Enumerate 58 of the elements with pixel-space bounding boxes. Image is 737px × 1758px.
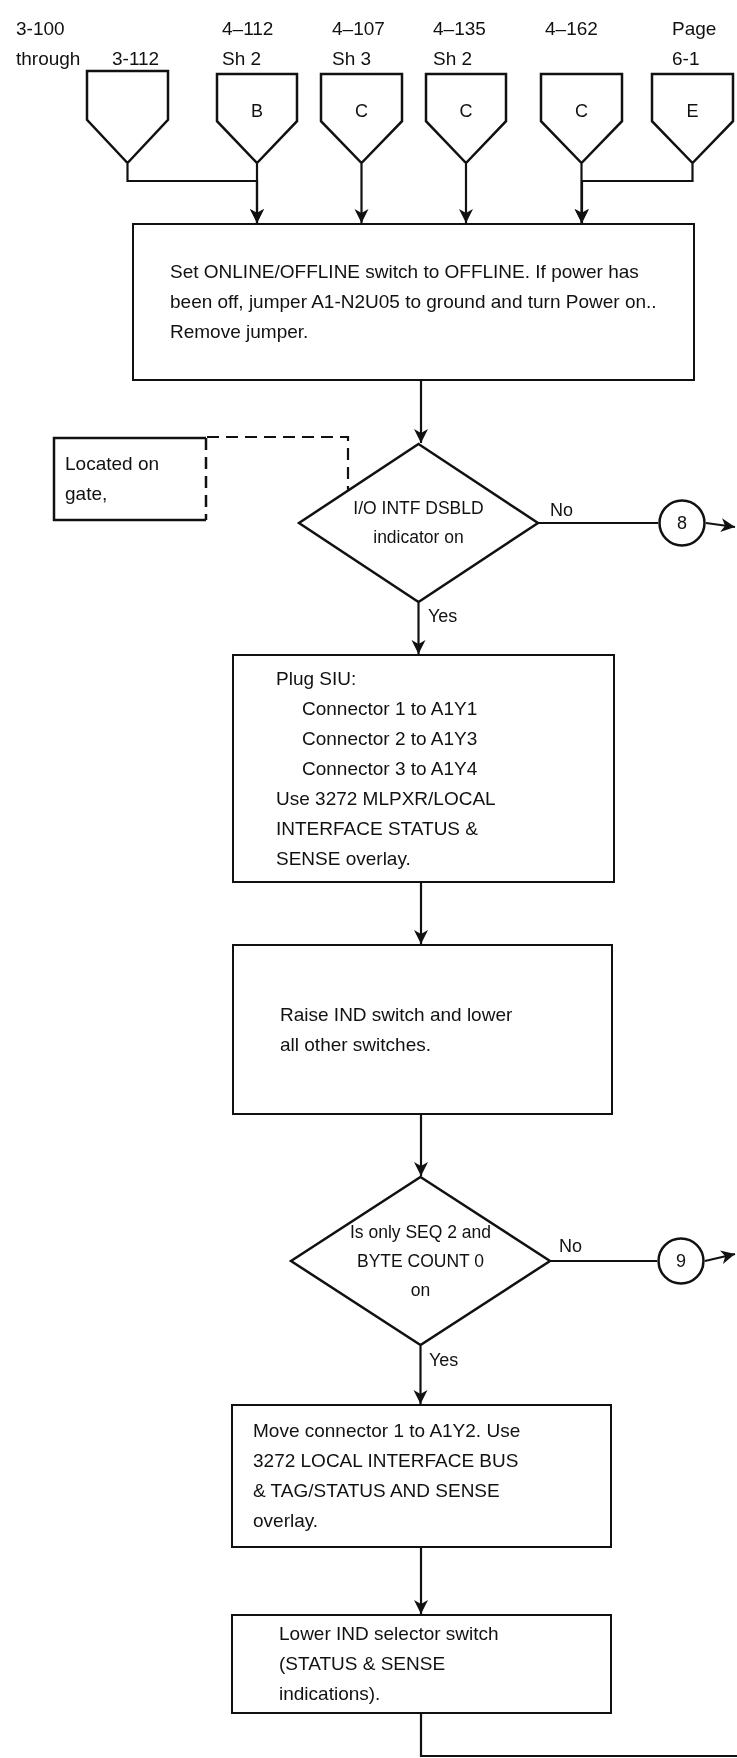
page-reference: 3-100 through xyxy=(16,17,82,71)
arrow xyxy=(414,1548,428,1614)
step-text: Use 3272 MLPXR/LOCAL INTERFACE STATUS & SENSE overlay. xyxy=(276,786,496,871)
connector-letter: C xyxy=(459,99,473,123)
arrow xyxy=(414,1115,428,1176)
step-text: Connector 2 to A1Y3 xyxy=(302,726,479,751)
step-text: Raise IND switch and lower all other switches. xyxy=(280,1002,514,1057)
step-text: Set ONLINE/OFFLINE switch to OFFLINE. If power has been off, jumper A1-N2U05 to ground and turn Power on.. Remove jumper. xyxy=(170,260,658,344)
process-box xyxy=(232,944,613,1115)
note-text: Located on gate, xyxy=(65,452,161,506)
step-text: Connector 3 to A1Y4 xyxy=(302,756,479,781)
arrow xyxy=(705,518,736,532)
off-page-connector xyxy=(540,73,623,164)
off-page-connector xyxy=(86,70,169,164)
connector-letter: C xyxy=(355,99,368,123)
decision-diamond xyxy=(290,1176,551,1346)
leader-line xyxy=(207,435,350,490)
decision-text: I/O INTF DSBLD indicator on xyxy=(352,497,485,549)
step-text: Lower IND selector switch (STATUS & SENSE indications). xyxy=(279,1622,500,1706)
connector-circle xyxy=(657,1237,705,1285)
decision-text: Is only SEQ 2 and BYTE COUNT 0 on xyxy=(348,1220,493,1302)
arrow xyxy=(354,164,369,223)
process-box xyxy=(232,654,615,883)
page-reference: 3-112 xyxy=(112,47,161,71)
page-reference: 4–135 Sh 2 xyxy=(433,17,487,71)
off-page-connector xyxy=(425,73,507,164)
arrow xyxy=(250,164,264,223)
process-box xyxy=(231,1614,612,1714)
arrow xyxy=(704,1250,736,1264)
off-page-connector xyxy=(216,73,298,164)
arrow xyxy=(414,381,428,443)
connector-line xyxy=(551,1259,657,1263)
connector-line xyxy=(539,521,658,525)
arrow xyxy=(575,164,694,223)
connector-letter: E xyxy=(686,99,699,123)
off-page-connector xyxy=(320,73,403,164)
process-box xyxy=(132,223,695,381)
connector-circle xyxy=(658,499,706,547)
off-page-connector xyxy=(651,73,734,164)
page-reference: 4–162 xyxy=(545,17,599,41)
page-reference: Page 6-1 xyxy=(672,17,718,71)
arrow xyxy=(414,883,428,944)
arrow xyxy=(459,164,473,223)
connector-letter: B xyxy=(251,99,263,123)
process-box xyxy=(231,1404,612,1548)
note-box xyxy=(53,437,207,521)
connector-number: 9 xyxy=(676,1250,686,1273)
connector-line xyxy=(419,1714,737,1758)
step-text: Plug SIU: xyxy=(276,666,358,691)
step-text: Connector 1 to A1Y1 xyxy=(302,696,479,721)
connector-letter: C xyxy=(575,99,588,123)
arrow xyxy=(413,1346,428,1404)
page-reference: 4–107 Sh 3 xyxy=(332,17,386,71)
connector-number: 8 xyxy=(677,512,687,535)
decision-diamond xyxy=(298,443,539,603)
page-reference: 4–112 Sh 2 xyxy=(222,17,275,71)
arrow xyxy=(411,603,426,654)
step-text: Move connector 1 to A1Y2. Use 3272 LOCAL INTERFACE BUS & TAG/STATUS AND SENSE overlay. xyxy=(253,1419,522,1533)
